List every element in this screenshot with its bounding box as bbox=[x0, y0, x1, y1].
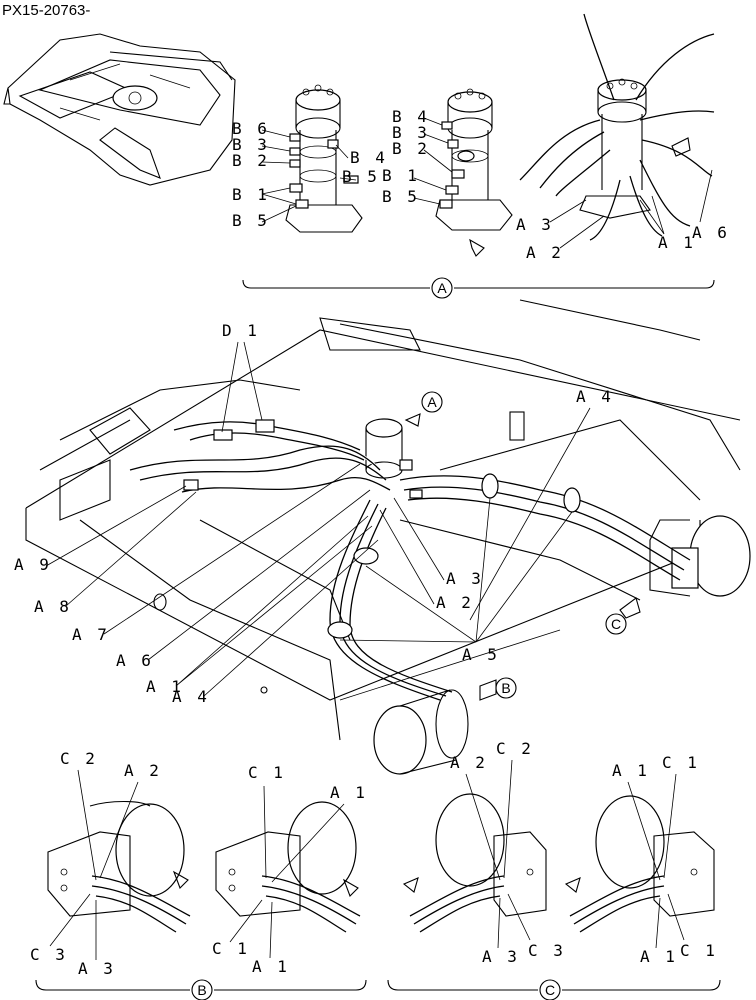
label-a1b-c2: A 1 bbox=[640, 947, 678, 966]
label-a4-main: A 4 bbox=[172, 687, 210, 706]
section-c-bracket: C bbox=[387, 979, 721, 1000]
label-d1: D 1 bbox=[222, 321, 260, 340]
label-b2-2: B 2 bbox=[392, 139, 430, 158]
swivel-joint-view-3 bbox=[519, 13, 715, 241]
swivel-joint-view-2-labels: B 4 B 3 B 2 B 1 B 5 bbox=[382, 107, 453, 206]
label-b5-2: B 5 bbox=[382, 187, 420, 206]
detail-c-left: A 2 C 2 A 3 C 3 bbox=[402, 739, 566, 966]
label-a8: A 8 bbox=[34, 597, 72, 616]
section-b-bracket: B bbox=[35, 979, 367, 1000]
part-code: PX15-20763- bbox=[2, 2, 90, 19]
label-a1-top: A 1 bbox=[658, 233, 696, 252]
label-a3-main: A 3 bbox=[446, 569, 484, 588]
label-c1-c2: C 1 bbox=[662, 753, 700, 772]
label-c2-b1: C 2 bbox=[60, 749, 98, 768]
label-a1b-b2: A 1 bbox=[252, 957, 290, 976]
label-c3-c1: C 3 bbox=[528, 941, 566, 960]
section-c-marker: C bbox=[545, 982, 555, 998]
machine-overview-illustration bbox=[3, 33, 236, 186]
marker-a-main: A bbox=[427, 394, 437, 410]
label-a6-main: A 6 bbox=[116, 651, 154, 670]
label-a2-b1: A 2 bbox=[124, 761, 162, 780]
label-b1-2: B 1 bbox=[382, 166, 420, 185]
detail-b-right: C 1 A 1 C 1 A 1 bbox=[212, 763, 368, 976]
label-b5-right: B 5 bbox=[342, 167, 380, 186]
section-a-marker: A bbox=[437, 280, 447, 296]
label-a1-main: A 1 bbox=[146, 677, 184, 696]
travel-motor-c: C bbox=[605, 515, 751, 635]
swivel-joint-view-2 bbox=[435, 88, 513, 257]
undercarriage-frame bbox=[25, 299, 741, 741]
label-a1-c2: A 1 bbox=[612, 761, 650, 780]
detail-c-right: A 1 C 1 A 1 C 1 bbox=[564, 753, 718, 966]
label-b2: B 2 bbox=[232, 151, 270, 170]
hose-routing bbox=[129, 419, 691, 701]
main-view-labels: D 1 A 4 A 9 A 8 A 7 A 6 A 1 A 4 A 3 A 2 … bbox=[14, 321, 614, 706]
section-b-marker: B bbox=[197, 982, 206, 998]
label-a2-c1: A 2 bbox=[450, 753, 488, 772]
marker-b-main: B bbox=[501, 680, 510, 696]
label-b5: B 5 bbox=[232, 211, 270, 230]
label-b1: B 1 bbox=[232, 185, 270, 204]
label-a1-b2: A 1 bbox=[330, 783, 368, 802]
label-c3-b1: C 3 bbox=[30, 945, 68, 964]
label-a3-top: A 3 bbox=[516, 215, 554, 234]
label-a6-top: A 6 bbox=[692, 223, 730, 242]
center-swivel-joint: A bbox=[365, 391, 443, 479]
detail-b-left: C 2 A 2 C 3 A 3 bbox=[30, 749, 191, 978]
marker-c-main: C bbox=[611, 616, 621, 632]
label-c2-c1: C 2 bbox=[496, 739, 534, 758]
swivel-joint-view-3-labels: A 3 A 2 A 1 A 6 bbox=[516, 169, 730, 262]
label-b4-2: B 4 bbox=[392, 107, 430, 126]
swivel-joint-view-1-labels: B 6 B 3 B 2 B 1 B 5 B 4 B 5 bbox=[232, 119, 388, 230]
label-a2-top: A 2 bbox=[526, 243, 564, 262]
label-b4: B 4 bbox=[350, 148, 388, 167]
label-a9: A 9 bbox=[14, 555, 52, 574]
label-c1-b2: C 1 bbox=[248, 763, 286, 782]
label-a5-main: A 5 bbox=[462, 645, 500, 664]
section-a-bracket: A bbox=[242, 277, 715, 299]
label-a3-b1: A 3 bbox=[78, 959, 116, 978]
travel-motor-b: B bbox=[373, 677, 517, 775]
label-a7: A 7 bbox=[72, 625, 110, 644]
label-a4-top-main: A 4 bbox=[576, 387, 614, 406]
label-a3-c1: A 3 bbox=[482, 947, 520, 966]
label-c1b-c2: C 1 bbox=[680, 941, 718, 960]
label-b3: B 3 bbox=[232, 135, 270, 154]
label-a2-main: A 2 bbox=[436, 593, 474, 612]
label-b6: B 6 bbox=[232, 119, 270, 138]
label-c1b-b2: C 1 bbox=[212, 939, 250, 958]
label-b3-2: B 3 bbox=[392, 123, 430, 142]
